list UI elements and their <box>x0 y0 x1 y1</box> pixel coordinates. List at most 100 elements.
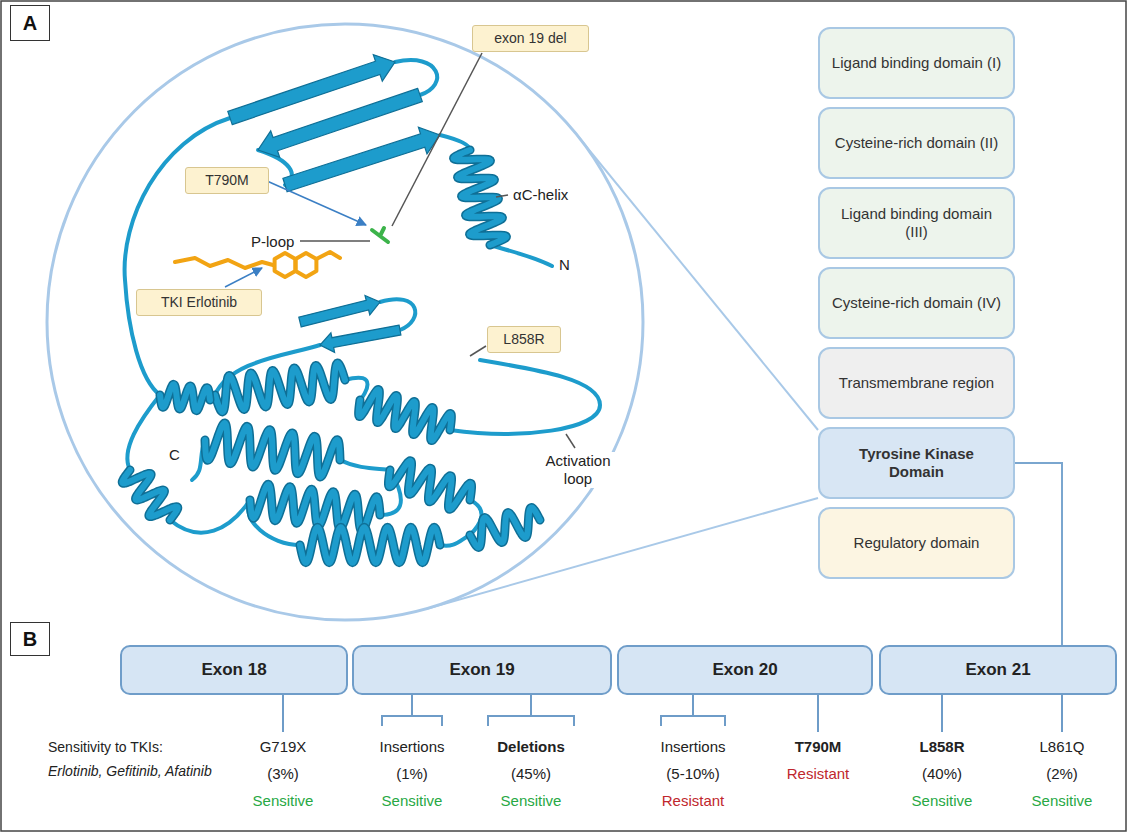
domain-box: Ligand binding domain (III) <box>818 187 1015 259</box>
box-text-wrap: A <box>13 11 47 35</box>
box-text-wrap: exon 19 del <box>479 30 582 47</box>
mutation-label: L861Q <box>1039 738 1084 756</box>
box-text-wrap: Cysteine-rich domain (IV) <box>830 294 1003 312</box>
ribbon-loop <box>340 460 390 470</box>
structure-label: N <box>558 256 571 274</box>
alpha-helix <box>122 470 178 520</box>
row-heading: Erlotinib, Gefitinib, Afatinib <box>48 762 212 780</box>
ribbon-loop <box>125 118 230 395</box>
callout-box: exon 19 del <box>472 25 589 52</box>
mutation-label: Sensitive <box>382 792 443 810</box>
box-label: Cysteine-rich domain (II) <box>830 134 1003 152</box>
box-label: Exon 21 <box>889 660 1107 680</box>
callout-box: L858R <box>487 326 561 353</box>
box-text-wrap: Tyrosine Kinase Domain <box>830 445 1003 481</box>
box-label: A <box>13 11 47 35</box>
mutation-label: (45%) <box>511 765 551 783</box>
connector-line <box>1015 463 1062 645</box>
helix-shadow <box>388 461 471 510</box>
mutation-tick <box>817 695 819 732</box>
box-text-wrap: L858R <box>494 331 554 348</box>
alpha-helix <box>160 384 210 410</box>
panel-label: A <box>10 5 50 41</box>
box-label: Exon 19 <box>362 660 602 680</box>
ribbon-loop <box>127 395 160 470</box>
alpha-helix <box>359 389 452 440</box>
box-text-wrap: Transmembrane region <box>830 374 1003 392</box>
mutation-label: (1%) <box>396 765 428 783</box>
mutation-label: (40%) <box>922 765 962 783</box>
mutation-label: Deletions <box>497 738 565 756</box>
alpha-helix <box>454 150 507 245</box>
box-label: Tyrosine Kinase Domain <box>830 445 1003 481</box>
box-label: Exon 18 <box>130 660 338 680</box>
row-heading: Sensitivity to TKIs: <box>48 738 163 756</box>
structure-label: Activation loop <box>535 452 621 488</box>
panel-label: B <box>10 622 50 656</box>
mutation-label: Sensitive <box>253 792 314 810</box>
box-text-wrap: Exon 20 <box>627 660 863 680</box>
domain-box: Ligand binding domain (I) <box>818 27 1015 99</box>
mutation-label: L858R <box>919 738 964 756</box>
exon-box: Exon 19 <box>352 645 612 695</box>
leader-lines <box>225 53 575 448</box>
box-text-wrap: Exon 18 <box>130 660 338 680</box>
callout-box: T790M <box>185 167 269 194</box>
mutation-label: Sensitive <box>912 792 973 810</box>
box-text-wrap: Exon 19 <box>362 660 602 680</box>
leader-line <box>566 434 575 448</box>
box-label: exon 19 del <box>479 30 582 47</box>
mutation-bracket <box>661 695 725 726</box>
alpha-helix <box>470 508 540 548</box>
mutation-label: T790M <box>795 738 842 756</box>
box-label: TKI Erlotinib <box>143 294 255 311</box>
box-label: Regulatory domain <box>830 534 1003 552</box>
box-label: L858R <box>494 331 554 348</box>
mutation-label: G719X <box>260 738 307 756</box>
exon-box: Exon 20 <box>617 645 873 695</box>
beta-strand <box>283 127 440 191</box>
alpha-helix <box>205 423 340 477</box>
mutation-label: (5-10%) <box>666 765 719 783</box>
mutation-label: Sensitive <box>1032 792 1093 810</box>
erlotinib-molecule <box>175 252 340 277</box>
box-label: B <box>13 627 47 651</box>
mutation-label: (3%) <box>267 765 299 783</box>
drug-ring <box>275 253 296 277</box>
helix-shadow <box>454 150 507 245</box>
ribbon-loop <box>170 500 250 533</box>
leader-arrow <box>267 181 366 225</box>
leader-arrow <box>225 268 262 287</box>
alpha-helix <box>388 461 471 510</box>
leader-line <box>470 346 486 356</box>
protein-ribbon <box>122 55 600 563</box>
box-text-wrap: Regulatory domain <box>830 534 1003 552</box>
mutation-label: (2%) <box>1046 765 1078 783</box>
mutation-tick <box>282 695 284 732</box>
drug-chain <box>175 258 273 268</box>
helix-shadow <box>300 527 440 562</box>
helix-shadow <box>215 363 345 412</box>
helix-shadow <box>160 384 210 410</box>
domain-box: Cysteine-rich domain (IV) <box>818 267 1015 339</box>
leader-line <box>392 53 482 226</box>
box-label: T790M <box>192 172 262 189</box>
domain-box: Regulatory domain <box>818 507 1015 579</box>
zoom-circle <box>47 24 643 620</box>
domain-box: Tyrosine Kinase Domain <box>818 427 1015 499</box>
box-text-wrap: B <box>13 627 47 651</box>
drug-chain <box>316 252 340 259</box>
beta-strand <box>320 325 401 352</box>
box-label: Ligand binding domain (I) <box>830 54 1003 72</box>
helix-shadow <box>359 389 452 440</box>
exon-box: Exon 21 <box>879 645 1117 695</box>
box-text-wrap: TKI Erlotinib <box>143 294 255 311</box>
drug-ring <box>296 253 317 277</box>
ribbon-loop <box>490 245 552 266</box>
leader-line <box>300 240 370 242</box>
residue-stick <box>372 228 388 242</box>
beta-strand <box>299 296 380 327</box>
domain-box: Cysteine-rich domain (II) <box>818 107 1015 179</box>
